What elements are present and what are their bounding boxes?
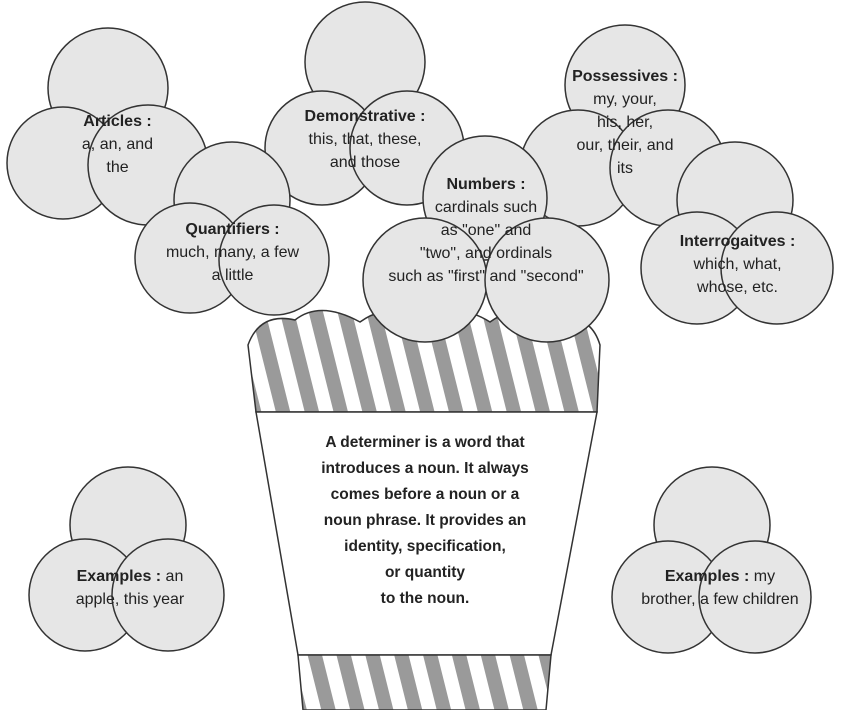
articles-line-2: the (106, 159, 129, 176)
numbers-line-1: cardinals such (434, 199, 538, 216)
numbers-line-3: "two", and ordinals (419, 245, 553, 262)
examples-right-line-1: Examples : my (610, 565, 830, 588)
possessives-title: Possessives : (572, 68, 678, 85)
definition-line-5: identity, specification, (344, 538, 506, 555)
demonstrative-title: Demonstrative : (304, 108, 426, 125)
bubble-examples-left-shape (28, 466, 225, 652)
articles-line-1: a, an, and (81, 136, 154, 153)
quantifiers-line-1: much, many, a few (165, 244, 300, 261)
examples-left-line-1: Examples : an (45, 565, 215, 588)
bubble-numbers: Numbers : cardinals such as "one" and "t… (370, 173, 602, 288)
determiner-definition: A determiner is a word that introduces a… (270, 430, 580, 612)
examples-left-title: Examples : (76, 568, 162, 585)
demonstrative-line-2: and those (329, 154, 401, 171)
possessives-line-4: its (617, 160, 633, 177)
numbers-title: Numbers : (446, 176, 526, 193)
examples-right-title: Examples : (664, 568, 750, 585)
interrogatives-line-1: which, what, (693, 256, 782, 273)
bubble-examples-left: Examples : an apple, this year (45, 565, 215, 611)
examples-left-line-2: apple, this year (75, 591, 185, 608)
bubble-quantifiers-shape (134, 141, 330, 316)
definition-line-6: or quantity (384, 564, 466, 581)
bubble-examples-right: Examples : my brother, a few children (610, 565, 830, 611)
numbers-line-4: such as "first" and "second" (388, 268, 584, 285)
possessives-line-1: my, your, (593, 91, 657, 108)
bubble-interrogatives: Interrogaitves : which, what, whose, etc… (655, 230, 820, 299)
quantifiers-title: Quantifiers : (185, 221, 280, 238)
possessives-line-2: his, her, (596, 114, 654, 131)
bubble-demonstrative: Demonstrative : this, that, these, and t… (280, 105, 450, 174)
examples-left-after: an (161, 568, 184, 585)
bubble-articles-shape (6, 27, 209, 226)
interrogatives-line-2: whose, etc. (697, 279, 778, 296)
bucket-bottom-stripes (297, 654, 552, 710)
popcorn-bucket (247, 309, 601, 710)
bubble-quantifiers: Quantifiers : much, many, a few a little (140, 218, 325, 287)
definition-line-1: A determiner is a word that (325, 434, 525, 451)
examples-right-line-2: brother, a few children (641, 591, 799, 608)
bubble-articles: Articles : a, an, and the (35, 110, 200, 179)
definition-line-3: comes before a noun or a (330, 486, 520, 503)
bubble-possessives-shape (519, 24, 727, 227)
bubble-examples-right-shape (611, 466, 812, 654)
definition-line-2: introduces a noun. It always (321, 460, 529, 477)
bubble-possessives: Possessives : my, your, his, her, our, t… (545, 65, 705, 180)
definition-line-7: to the noun. (380, 590, 470, 607)
bubble-numbers-shape (362, 135, 610, 343)
examples-right-after: my (749, 568, 776, 585)
quantifiers-line-2: a little (211, 267, 254, 284)
definition-line-4: noun phrase. It provides an (323, 512, 527, 529)
interrogatives-title: Interrogaitves : (679, 233, 796, 250)
possessives-line-3: our, their, and (576, 137, 674, 154)
demonstrative-line-1: this, that, these, (308, 131, 422, 148)
numbers-line-2: as "one" and (440, 222, 532, 239)
bubble-interrogatives-shape (640, 141, 834, 325)
articles-title: Articles : (83, 113, 152, 130)
